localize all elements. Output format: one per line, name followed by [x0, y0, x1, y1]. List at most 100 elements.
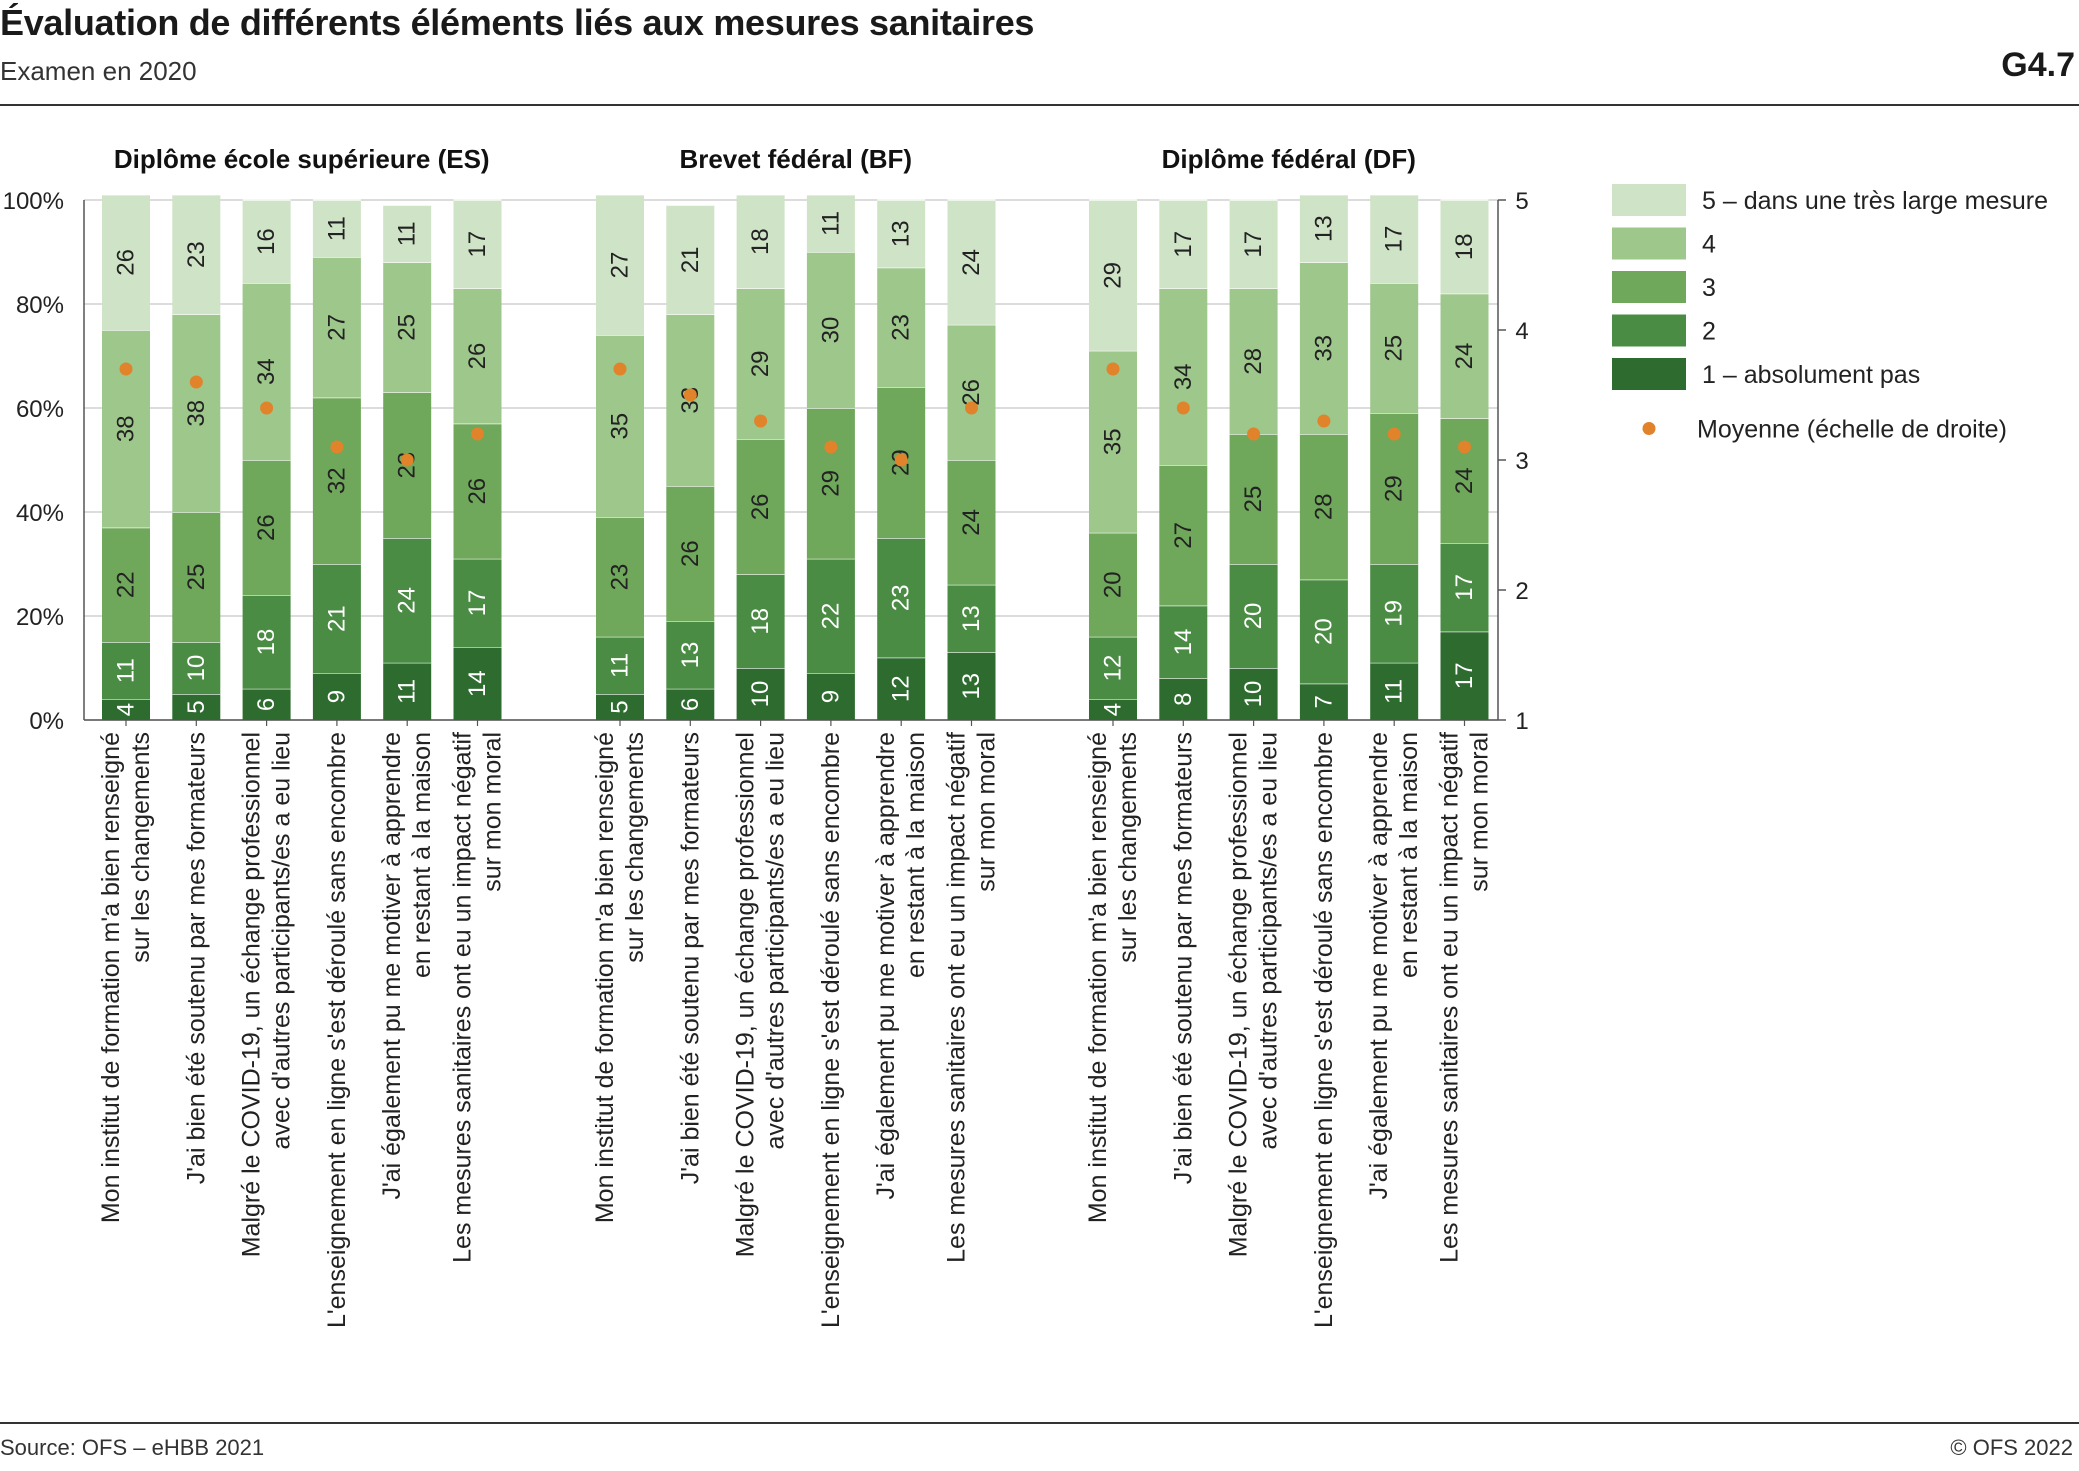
legend-swatch: [1612, 358, 1686, 390]
bar-segment: [172, 314, 221, 512]
data-label: 26: [958, 379, 985, 406]
data-label: 13: [958, 673, 985, 700]
data-label: 35: [607, 413, 634, 440]
bar-segment: [1229, 564, 1278, 668]
x-tick-label: en restant à la maison: [408, 732, 436, 978]
bar-segment: [453, 647, 502, 720]
bar-segment: [1229, 288, 1278, 434]
x-tick-label: L'enseignement en ligne s'est déroulé sa…: [817, 732, 845, 1328]
bar-segment: [312, 257, 361, 398]
legend-swatch: [1612, 227, 1686, 260]
bar-segment: [947, 584, 996, 653]
bar-segment: [102, 194, 150, 330]
data-label: 13: [1310, 215, 1337, 242]
data-label: 25: [394, 314, 421, 341]
bar-segment: [947, 460, 996, 585]
data-label: 25: [183, 564, 210, 591]
bar-segment: [453, 200, 502, 289]
bar-segment: [383, 538, 432, 663]
x-tick-label: J'ai bien été soutenu par mes formateurs: [182, 732, 210, 1184]
bar-segment: [242, 200, 291, 284]
bar-segment: [1089, 532, 1137, 637]
bar-segment: [666, 205, 715, 315]
bar-segment: [877, 538, 926, 658]
data-label: 17: [1451, 574, 1478, 601]
bar-segment: [596, 194, 644, 336]
bar-segment: [172, 694, 221, 720]
bar-segment: [312, 564, 361, 674]
x-tick-label: sur les changements: [1114, 732, 1142, 963]
x-tick-label: sur mon moral: [479, 732, 507, 892]
mean-dot: [119, 362, 133, 376]
data-label: 18: [747, 608, 774, 635]
data-label: 13: [888, 220, 915, 247]
group-title: Brevet fédéral (BF): [679, 144, 912, 174]
x-tick-label: J'ai également pu me motiver à apprendre: [872, 732, 900, 1200]
y2-tick-label: 4: [1515, 318, 1528, 345]
mean-dot: [754, 414, 768, 428]
bar-segment: [1089, 350, 1137, 533]
bar-segment: [102, 527, 150, 642]
y2-tick-label: 5: [1515, 188, 1528, 215]
x-tick-label: J'ai bien été soutenu par mes formateurs: [676, 732, 704, 1184]
y2-tick-label: 2: [1515, 578, 1528, 605]
x-tick-label: Malgré le COVID-19, un échange professio…: [238, 732, 266, 1257]
source-note: Source: OFS – eHBB 2021: [0, 1435, 265, 1460]
data-label: 24: [958, 249, 985, 276]
bar-segment: [1370, 662, 1419, 720]
data-label: 5: [607, 700, 634, 713]
data-label: 34: [1170, 363, 1197, 390]
data-label: 26: [747, 493, 774, 520]
chart-title: Évaluation de différents éléments liés a…: [0, 2, 1035, 43]
bar-segment: [102, 642, 150, 700]
legend-label: 5 – dans une très large mesure: [1702, 187, 2048, 215]
mean-dot: [683, 388, 697, 402]
bar-segment: [1440, 631, 1489, 720]
group-title: Diplôme école supérieure (ES): [114, 144, 490, 174]
x-tick-label: Mon institut de formation m'a bien rense…: [97, 732, 125, 1223]
x-tick-label: Mon institut de formation m'a bien rense…: [1084, 732, 1112, 1223]
data-label: 18: [747, 228, 774, 255]
y-tick-label: 80%: [16, 292, 64, 319]
data-label: 6: [253, 698, 280, 711]
data-label: 22: [113, 571, 140, 598]
data-label: 11: [1381, 679, 1408, 704]
data-label: 29: [817, 470, 844, 497]
bar-segment: [383, 205, 432, 263]
chart-code: G4.7: [2001, 46, 2075, 84]
bar-segment: [1299, 579, 1348, 684]
copyright-note: © OFS 2022: [1950, 1435, 2073, 1460]
bar-segment: [1089, 699, 1137, 720]
y2-tick-label: 1: [1515, 708, 1528, 735]
bar-segment: [1089, 200, 1137, 351]
bar-segment: [877, 200, 926, 268]
mean-dot: [1176, 401, 1190, 415]
mean-dot: [330, 440, 344, 454]
bar-segment: [947, 200, 996, 325]
bar-segment: [596, 694, 644, 720]
mean-dot: [965, 401, 978, 415]
data-label: 10: [183, 655, 210, 682]
mean-dot: [189, 375, 203, 389]
header-divider: [0, 104, 2079, 106]
data-label: 10: [1240, 681, 1267, 708]
data-label: 4: [1100, 703, 1127, 716]
mean-dot: [1106, 362, 1120, 376]
data-label: 26: [677, 540, 704, 567]
mean-dot: [400, 453, 414, 467]
chart-subtitle: Examen en 2020: [0, 56, 197, 86]
data-label: 17: [464, 231, 491, 258]
mean-dot: [1317, 414, 1331, 428]
data-label: 17: [1381, 226, 1408, 253]
data-label: 24: [958, 509, 985, 536]
y2-tick-label: 3: [1515, 448, 1528, 475]
bar-segment: [242, 688, 291, 720]
bar-segment: [312, 200, 361, 258]
data-label: 14: [1170, 629, 1197, 656]
legend-mean-label: Moyenne (échelle de droite): [1697, 416, 2007, 444]
data-label: 25: [1240, 486, 1267, 513]
legend-label: 4: [1702, 231, 1716, 259]
data-label: 30: [817, 317, 844, 344]
bar-segment: [1440, 543, 1489, 632]
data-label: 19: [1381, 600, 1408, 627]
